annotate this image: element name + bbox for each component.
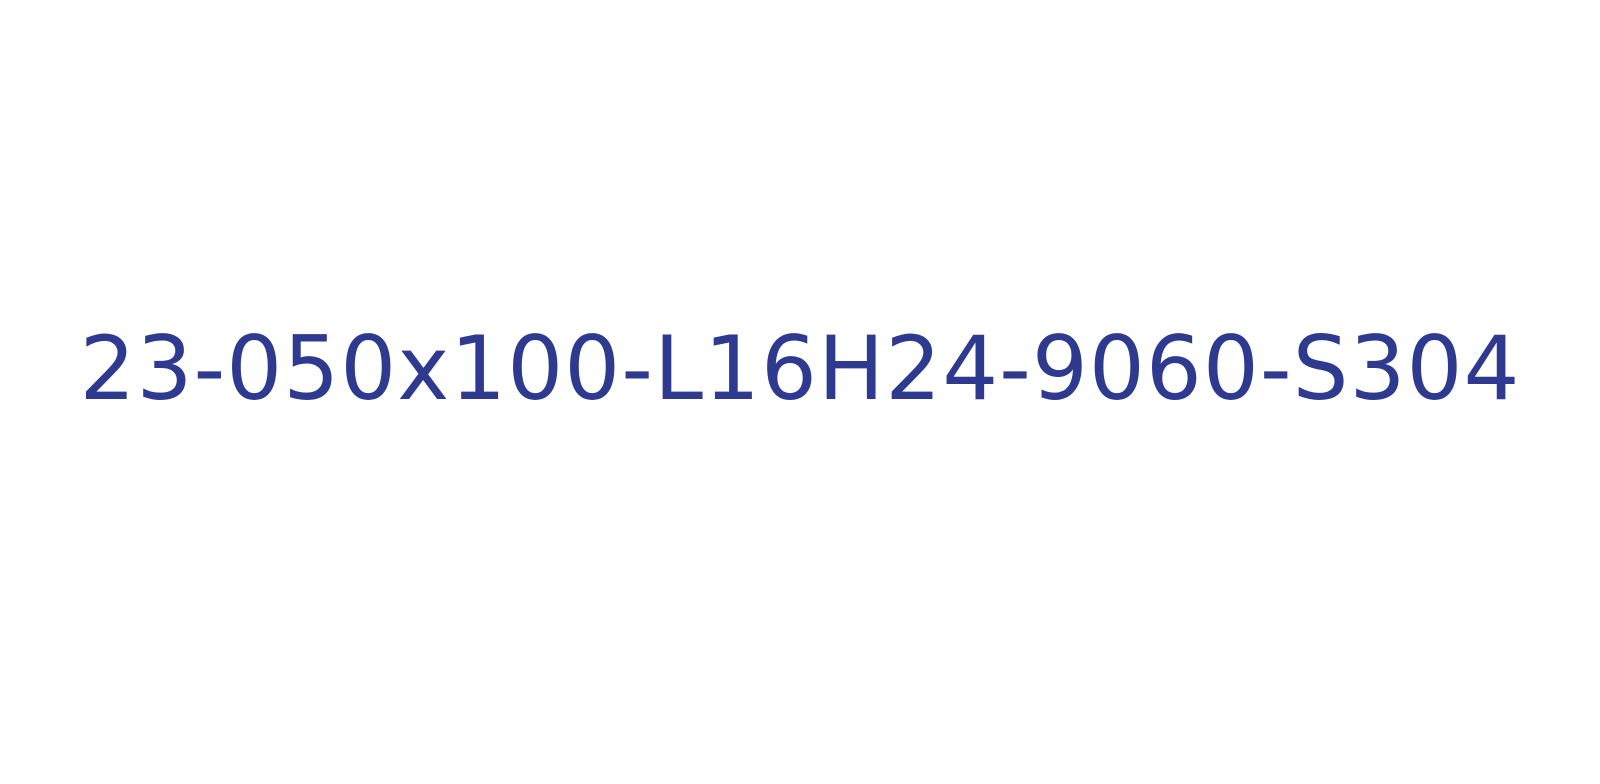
product-code-text: 23-050x100-L16H24-9060-S304 (79, 317, 1521, 420)
code-line: 23-050x100-L16H24-9060-S304 (0, 319, 1600, 419)
